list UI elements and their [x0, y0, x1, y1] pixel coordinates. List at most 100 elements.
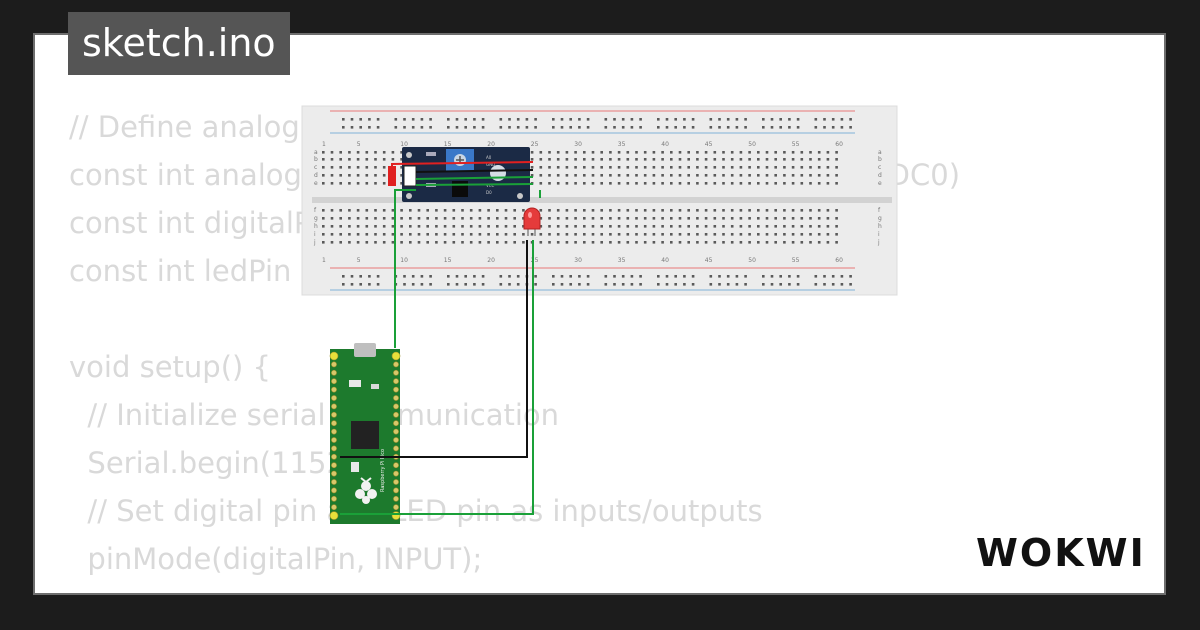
- breadboard-hole: [556, 233, 560, 236]
- breadboard-hole: [342, 275, 345, 278]
- breadboard-hole: [722, 225, 725, 228]
- column-number: 1: [322, 141, 326, 148]
- breadboard-hole: [643, 166, 647, 169]
- breadboard-hole: [417, 209, 421, 212]
- breadboard-hole: [783, 241, 786, 244]
- breadboard-hole: [600, 209, 603, 212]
- pico-pin: [331, 403, 337, 410]
- breadboard-hole: [639, 126, 642, 129]
- breadboard-hole: [348, 209, 351, 212]
- breadboard-hole: [591, 174, 595, 177]
- breadboard-hole: [391, 225, 395, 228]
- breadboard-hole: [452, 233, 456, 236]
- breadboard-hole: [791, 182, 795, 185]
- breadboard-hole: [452, 209, 456, 212]
- breadboard-hole: [788, 118, 791, 121]
- breadboard-hole: [342, 118, 345, 121]
- breadboard-hole: [574, 166, 577, 169]
- pico-pin: [331, 420, 337, 427]
- breadboard-hole: [469, 241, 473, 244]
- breadboard-hole: [382, 151, 386, 154]
- breadboard-hole: [696, 158, 699, 161]
- breadboard-hole: [548, 217, 551, 220]
- breadboard-hole: [817, 209, 821, 212]
- breadboard-hole: [630, 118, 634, 121]
- breadboard-hole: [356, 166, 360, 169]
- breadboard-hole: [718, 126, 721, 129]
- breadboard-hole: [522, 217, 525, 220]
- breadboard-hole: [713, 233, 717, 236]
- breadboard-hole: [831, 275, 835, 278]
- breadboard-hole: [704, 225, 708, 228]
- breadboard-hole: [774, 174, 777, 177]
- breadboard-hole: [600, 151, 603, 154]
- breadboard-hole: [788, 275, 791, 278]
- breadboard-hole: [365, 233, 369, 236]
- pico-pins-right: [391, 351, 401, 520]
- breadboard-hole: [365, 158, 369, 161]
- breadboard-hole: [722, 182, 725, 185]
- pico-pin: [329, 511, 339, 520]
- breadboard-hole: [661, 225, 664, 228]
- pico-pin: [331, 445, 337, 452]
- breadboard-hole: [609, 209, 612, 212]
- breadboard-hole: [718, 275, 721, 278]
- breadboard-hole: [626, 217, 630, 220]
- wire-black-vertical: [340, 240, 528, 458]
- breadboard-hole: [765, 151, 769, 154]
- breadboard-hole: [339, 158, 342, 161]
- breadboard-hole: [739, 158, 743, 161]
- breadboard-hole: [330, 217, 334, 220]
- led: [523, 207, 541, 236]
- breadboard-hole: [687, 209, 690, 212]
- breadboard-hole: [678, 166, 682, 169]
- pico-pin: [393, 445, 399, 452]
- breadboard-hole: [591, 209, 595, 212]
- breadboard-hole: [586, 275, 590, 278]
- breadboard-hole: [504, 225, 508, 228]
- pico-pin: [331, 462, 337, 469]
- breadboard-hole: [569, 118, 572, 121]
- breadboard-hole: [683, 283, 686, 286]
- breadboard-hole: [617, 241, 621, 244]
- breadboard-hole: [481, 126, 485, 129]
- breadboard-hole: [400, 217, 403, 220]
- breadboard-hole: [748, 241, 751, 244]
- column-number: 45: [705, 257, 713, 264]
- column-number: 60: [835, 257, 843, 264]
- sensor-pin-label: D0: [486, 190, 492, 195]
- column-number: 15: [444, 257, 452, 264]
- breadboard-hole: [713, 225, 717, 228]
- breadboard-hole: [718, 118, 721, 121]
- breadboard-hole: [814, 283, 818, 286]
- breadboard-hole: [831, 126, 835, 129]
- breadboard-hole: [643, 151, 647, 154]
- breadboard-hole: [779, 283, 782, 286]
- breadboard-hole: [513, 233, 516, 236]
- breadboard-hole: [639, 283, 642, 286]
- breadboard-hole: [730, 209, 734, 212]
- breadboard-hole: [748, 151, 751, 154]
- breadboard-hole: [365, 209, 369, 212]
- breadboard-hole: [709, 275, 713, 278]
- breadboard-hole: [350, 275, 354, 278]
- breadboard-hole: [748, 209, 751, 212]
- breadboard-hole: [748, 225, 751, 228]
- breadboard-hole: [800, 158, 804, 161]
- breadboard-hole: [586, 118, 590, 121]
- breadboard-hole: [674, 126, 677, 129]
- breadboard-hole: [530, 158, 534, 161]
- breadboard-hole: [670, 217, 673, 220]
- breadboard-hole: [504, 217, 508, 220]
- sensor-pin-label: GND: [486, 162, 495, 167]
- breadboard-hole: [583, 233, 586, 236]
- breadboard-hole: [339, 151, 342, 154]
- breadboard-hole: [487, 209, 490, 212]
- breadboard-hole: [322, 225, 325, 228]
- breadboard-hole: [556, 225, 560, 228]
- pico-pin: [393, 395, 399, 401]
- breadboard-hole: [539, 225, 543, 228]
- breadboard-hole: [400, 151, 403, 154]
- pico-pin: [393, 470, 399, 477]
- breadboard-hole: [735, 275, 739, 278]
